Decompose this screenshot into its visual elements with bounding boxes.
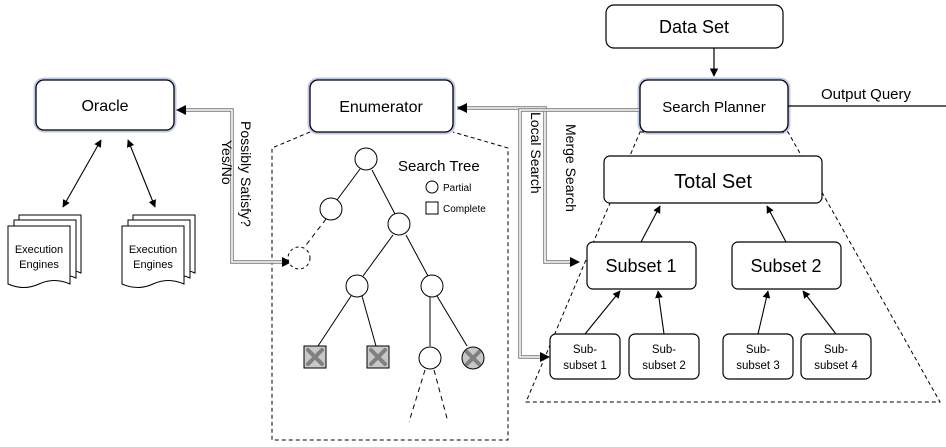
enumerator-label: Enumerator [339,99,423,116]
tree-partial-node [354,147,378,171]
subset-1-node: Subset 1 [586,241,697,290]
execution-engines-right: Execution Engines [121,214,196,288]
tree-edge [405,234,429,277]
sub-subset-2-node: Sub- subset 2 [628,333,700,380]
tree-pruned-complete-node [366,345,390,369]
execution-engines-right-line2: Engines [133,259,173,271]
tree-edge [436,295,468,347]
enumerator-node: Enumerator [307,77,456,135]
sub-subset-1-arrow [584,290,621,335]
output-query-label: Output Query [821,86,912,103]
merge-search-arrowhead-right [570,257,580,267]
execution-engines-left-line1: Execution [15,244,63,256]
oracle-label: Oracle [81,98,128,115]
search-planner-node: Search Planner [637,77,791,135]
tree-partial-node [345,274,369,298]
tree-edge [362,234,394,277]
sub-subset-1-line1: Sub- [573,344,597,356]
sub-subset-2-line1: Sub- [652,344,676,356]
sub-subset-1-line2: subset 1 [563,360,606,372]
tree-partial-node [319,197,343,221]
sub-subset-3-node: Sub- subset 3 [722,333,794,380]
sub-subset-2-line2: subset 2 [642,360,685,372]
data-set-node: Data Set [605,4,784,49]
legend-partial-icon [425,180,439,194]
local-search-label: Local Search [528,112,544,194]
search-tree: Search Tree Partial Complete [287,147,486,423]
oracle-engine-right-arrow [127,139,156,208]
tree-pending-node [287,246,311,270]
sub-subset-4-line2: subset 4 [814,360,858,372]
tree-edge [361,295,377,347]
oracle-connector [180,109,284,263]
sub-subset-1-node: Sub- subset 1 [549,333,621,380]
subset-2-to-total-arrow [766,205,787,243]
tree-edge [371,169,396,215]
tree-edge-dashed [408,369,426,423]
search-tree-title: Search Tree [398,158,480,175]
legend-partial-label: Partial [443,183,471,194]
subset-1-label: Subset 1 [605,256,676,276]
sub-subset-3-arrow [757,290,771,335]
possibly-satisfy-label: Possibly Satisfy? [238,121,254,227]
search-tree-frame [271,131,509,441]
merge-search-label: Merge Search [563,124,579,212]
total-set-node: Total Set [603,155,823,204]
enumerator-probe-arrowhead [282,257,292,267]
tree-edge-dashed [302,218,327,250]
tree-partial-node [387,212,411,236]
sub-subset-3-line2: subset 3 [736,360,779,372]
tree-pruned-partial-node [461,346,485,370]
tree-edge [336,168,361,201]
merge-search-connector [457,107,570,263]
oracle-node: Oracle [33,77,177,133]
sub-subset-3-line1: Sub- [746,344,770,356]
search-planner-label: Search Planner [662,99,765,116]
local-search-arrowhead [540,352,550,362]
execution-engines-left: Execution Engines [7,214,82,288]
execution-engines-right-line1: Execution [129,244,177,256]
tree-partial-node [418,346,442,370]
merge-search-connector-outline [457,106,570,264]
oracle-arrowhead [176,105,186,115]
search-planner-detail-frame [525,131,941,403]
oracle-engine-left-arrow [62,139,102,208]
yes-no-label: Yes/No [219,140,235,185]
execution-engines-left-line2: Engines [19,259,59,271]
subset-2-label: Subset 2 [750,256,821,276]
tree-partial-node [420,274,444,298]
data-set-label: Data Set [659,17,729,37]
tree-pruned-complete-node [303,345,327,369]
legend-complete-label: Complete [443,204,486,215]
legend-complete-icon [425,201,439,215]
subset-1-to-total-arrow [640,205,661,243]
sub-subset-4-node: Sub- subset 4 [800,333,872,380]
sub-subset-4-arrow [802,290,837,335]
sub-subset-4-line1: Sub- [824,344,848,356]
merge-search-arrowhead-left [457,103,467,113]
tree-edge [317,295,352,347]
subset-2-node: Subset 2 [731,241,842,290]
local-search-connector [519,109,639,358]
tree-edge-dashed [433,369,449,423]
total-set-label: Total Set [674,171,752,193]
sub-subset-2-arrow [655,290,665,335]
